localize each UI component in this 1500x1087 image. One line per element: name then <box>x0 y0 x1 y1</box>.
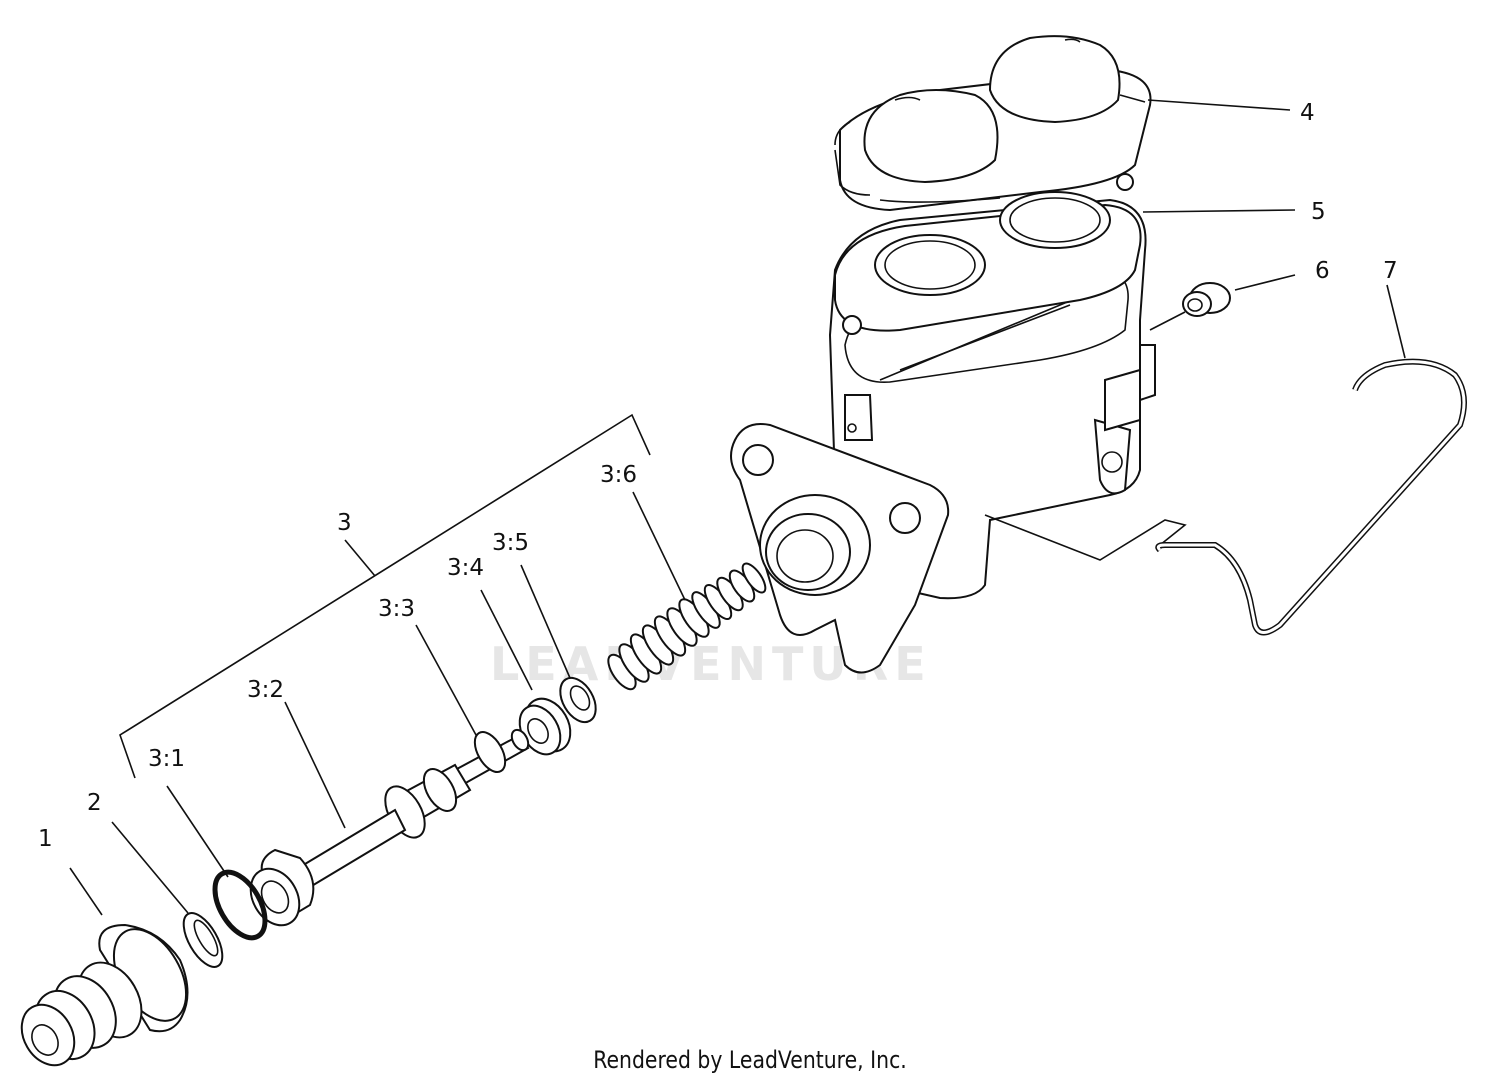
callout-3-3: 3:3 <box>378 596 415 622</box>
dust-boot <box>20 923 189 1067</box>
callout-labels: 1 2 3:1 3:2 3 3:3 3:4 3:5 3:6 4 5 6 7 <box>38 100 1398 852</box>
footer-credit: Rendered by LeadVenture, Inc. <box>593 1046 907 1074</box>
o-ring <box>212 869 268 941</box>
piston-seal <box>518 697 572 756</box>
snap-ring <box>182 912 224 968</box>
callout-3-1: 3:1 <box>148 746 185 772</box>
bleeder-fitting <box>1149 282 1231 331</box>
callout-5: 5 <box>1311 199 1326 225</box>
callout-7: 7 <box>1383 258 1398 284</box>
callout-1: 1 <box>38 826 53 852</box>
cover-gasket <box>879 197 1001 203</box>
callout-3-5: 3:5 <box>492 530 529 556</box>
return-spring <box>607 562 767 691</box>
callout-4: 4 <box>1300 100 1315 126</box>
callout-2: 2 <box>87 790 102 816</box>
callout-6: 6 <box>1315 258 1330 284</box>
callout-3: 3 <box>337 510 352 536</box>
assembly-leader <box>344 539 376 577</box>
spring-retainer <box>559 676 597 724</box>
leader-lines <box>69 99 1406 916</box>
callout-3-4: 3:4 <box>447 555 484 581</box>
mounting-flange <box>730 423 950 674</box>
reservoir-cover <box>834 35 1152 212</box>
piston-assembly <box>249 728 530 927</box>
brake-tube <box>1155 358 1467 636</box>
assembly-bracket <box>119 413 651 779</box>
callout-3-6: 3:6 <box>600 462 637 488</box>
callout-3-2: 3:2 <box>247 677 284 703</box>
